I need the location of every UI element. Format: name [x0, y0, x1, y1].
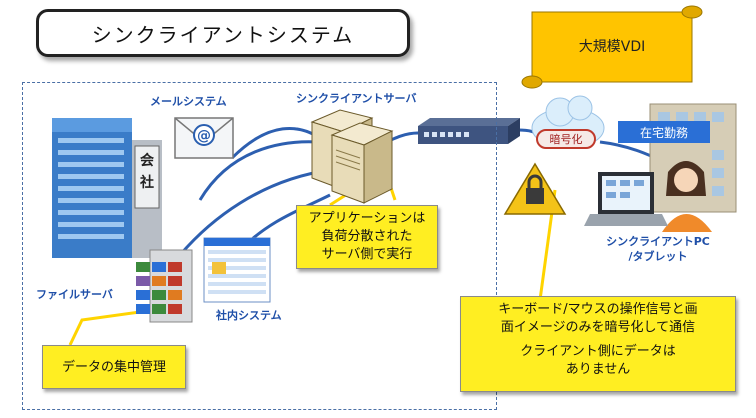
building-sign: 会 社	[137, 150, 157, 194]
internal-system-label: 社内システム	[216, 309, 282, 322]
internal-system-window-icon	[203, 237, 271, 303]
file-server-label: ファイルサーバ	[36, 288, 113, 301]
data-centralization-callout: データの集中管理	[42, 345, 186, 389]
building-sign-char-2: 社	[140, 175, 154, 191]
client-pc-label-line-1: シンクライアントPC	[606, 235, 710, 248]
server-callout-line-1: アプリケーションは	[308, 211, 426, 226]
server-rack-icon	[310, 109, 394, 204]
fileserver-to-server-line	[178, 168, 331, 256]
server-callout-line-3: サーバ側で実行	[321, 247, 413, 262]
svg-text:@: @	[197, 128, 211, 144]
server-execution-callout: アプリケーションは 負荷分散された サーバ側で実行	[296, 205, 438, 269]
data-callout-pointer	[68, 310, 141, 346]
router-icon	[418, 118, 520, 144]
building-sign-char-1: 会	[140, 153, 154, 169]
thin-client-server-label: シンクライアントサーバ	[296, 92, 417, 105]
scroll-label: 大規模VDI	[578, 39, 646, 55]
keyboard-callout-line-4: ありません	[565, 362, 631, 377]
keyboard-encryption-callout: キーボード/マウスの操作信号と画 面イメージのみを暗号化して通信 クライアント側…	[460, 296, 736, 392]
remote-work-badge: 在宅勤務	[618, 121, 710, 143]
enterprise-network-boundary	[22, 82, 497, 410]
keyboard-callout-line-2: 面イメージのみを暗号化して通信	[500, 320, 696, 335]
building-to-server-line	[198, 140, 319, 201]
mail-system-label: メールシステム	[150, 95, 227, 108]
client-pc-label-line-2: /タブレット	[628, 250, 688, 263]
server-callout-line-2: 負荷分散された	[321, 229, 413, 244]
mail-envelope-icon: @	[174, 117, 234, 159]
keyboard-callout-line-1: キーボード/マウスの操作信号と画	[498, 302, 698, 317]
remote-worker-icon	[584, 161, 712, 232]
page-title: シンクライアントシステム	[36, 9, 410, 57]
scroll-banner-icon	[521, 5, 703, 89]
warning-lock-icon	[503, 162, 567, 215]
file-server-icon	[136, 249, 193, 323]
client-pc-label: シンクライアントPC /タブレット	[598, 234, 718, 264]
keyboard-callout-line-3: クライアント側にデータは	[520, 344, 676, 359]
company-building-icon	[52, 118, 162, 258]
encryption-badge: 暗号化	[536, 129, 596, 149]
